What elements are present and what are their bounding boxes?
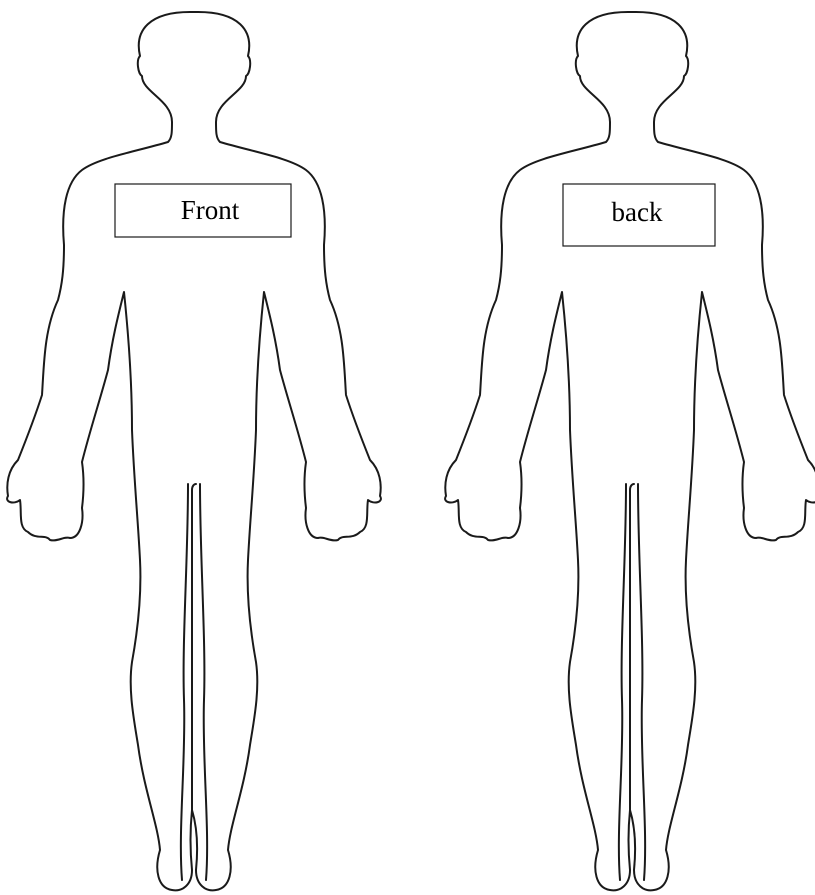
back-figure <box>445 12 815 890</box>
front-body-outline <box>7 12 381 890</box>
back-label-text: back <box>612 197 663 227</box>
back-label: back <box>563 184 715 246</box>
front-label: Front <box>115 184 291 237</box>
back-body-outline <box>445 12 815 890</box>
front-label-text: Front <box>181 195 240 225</box>
front-figure <box>7 12 381 890</box>
